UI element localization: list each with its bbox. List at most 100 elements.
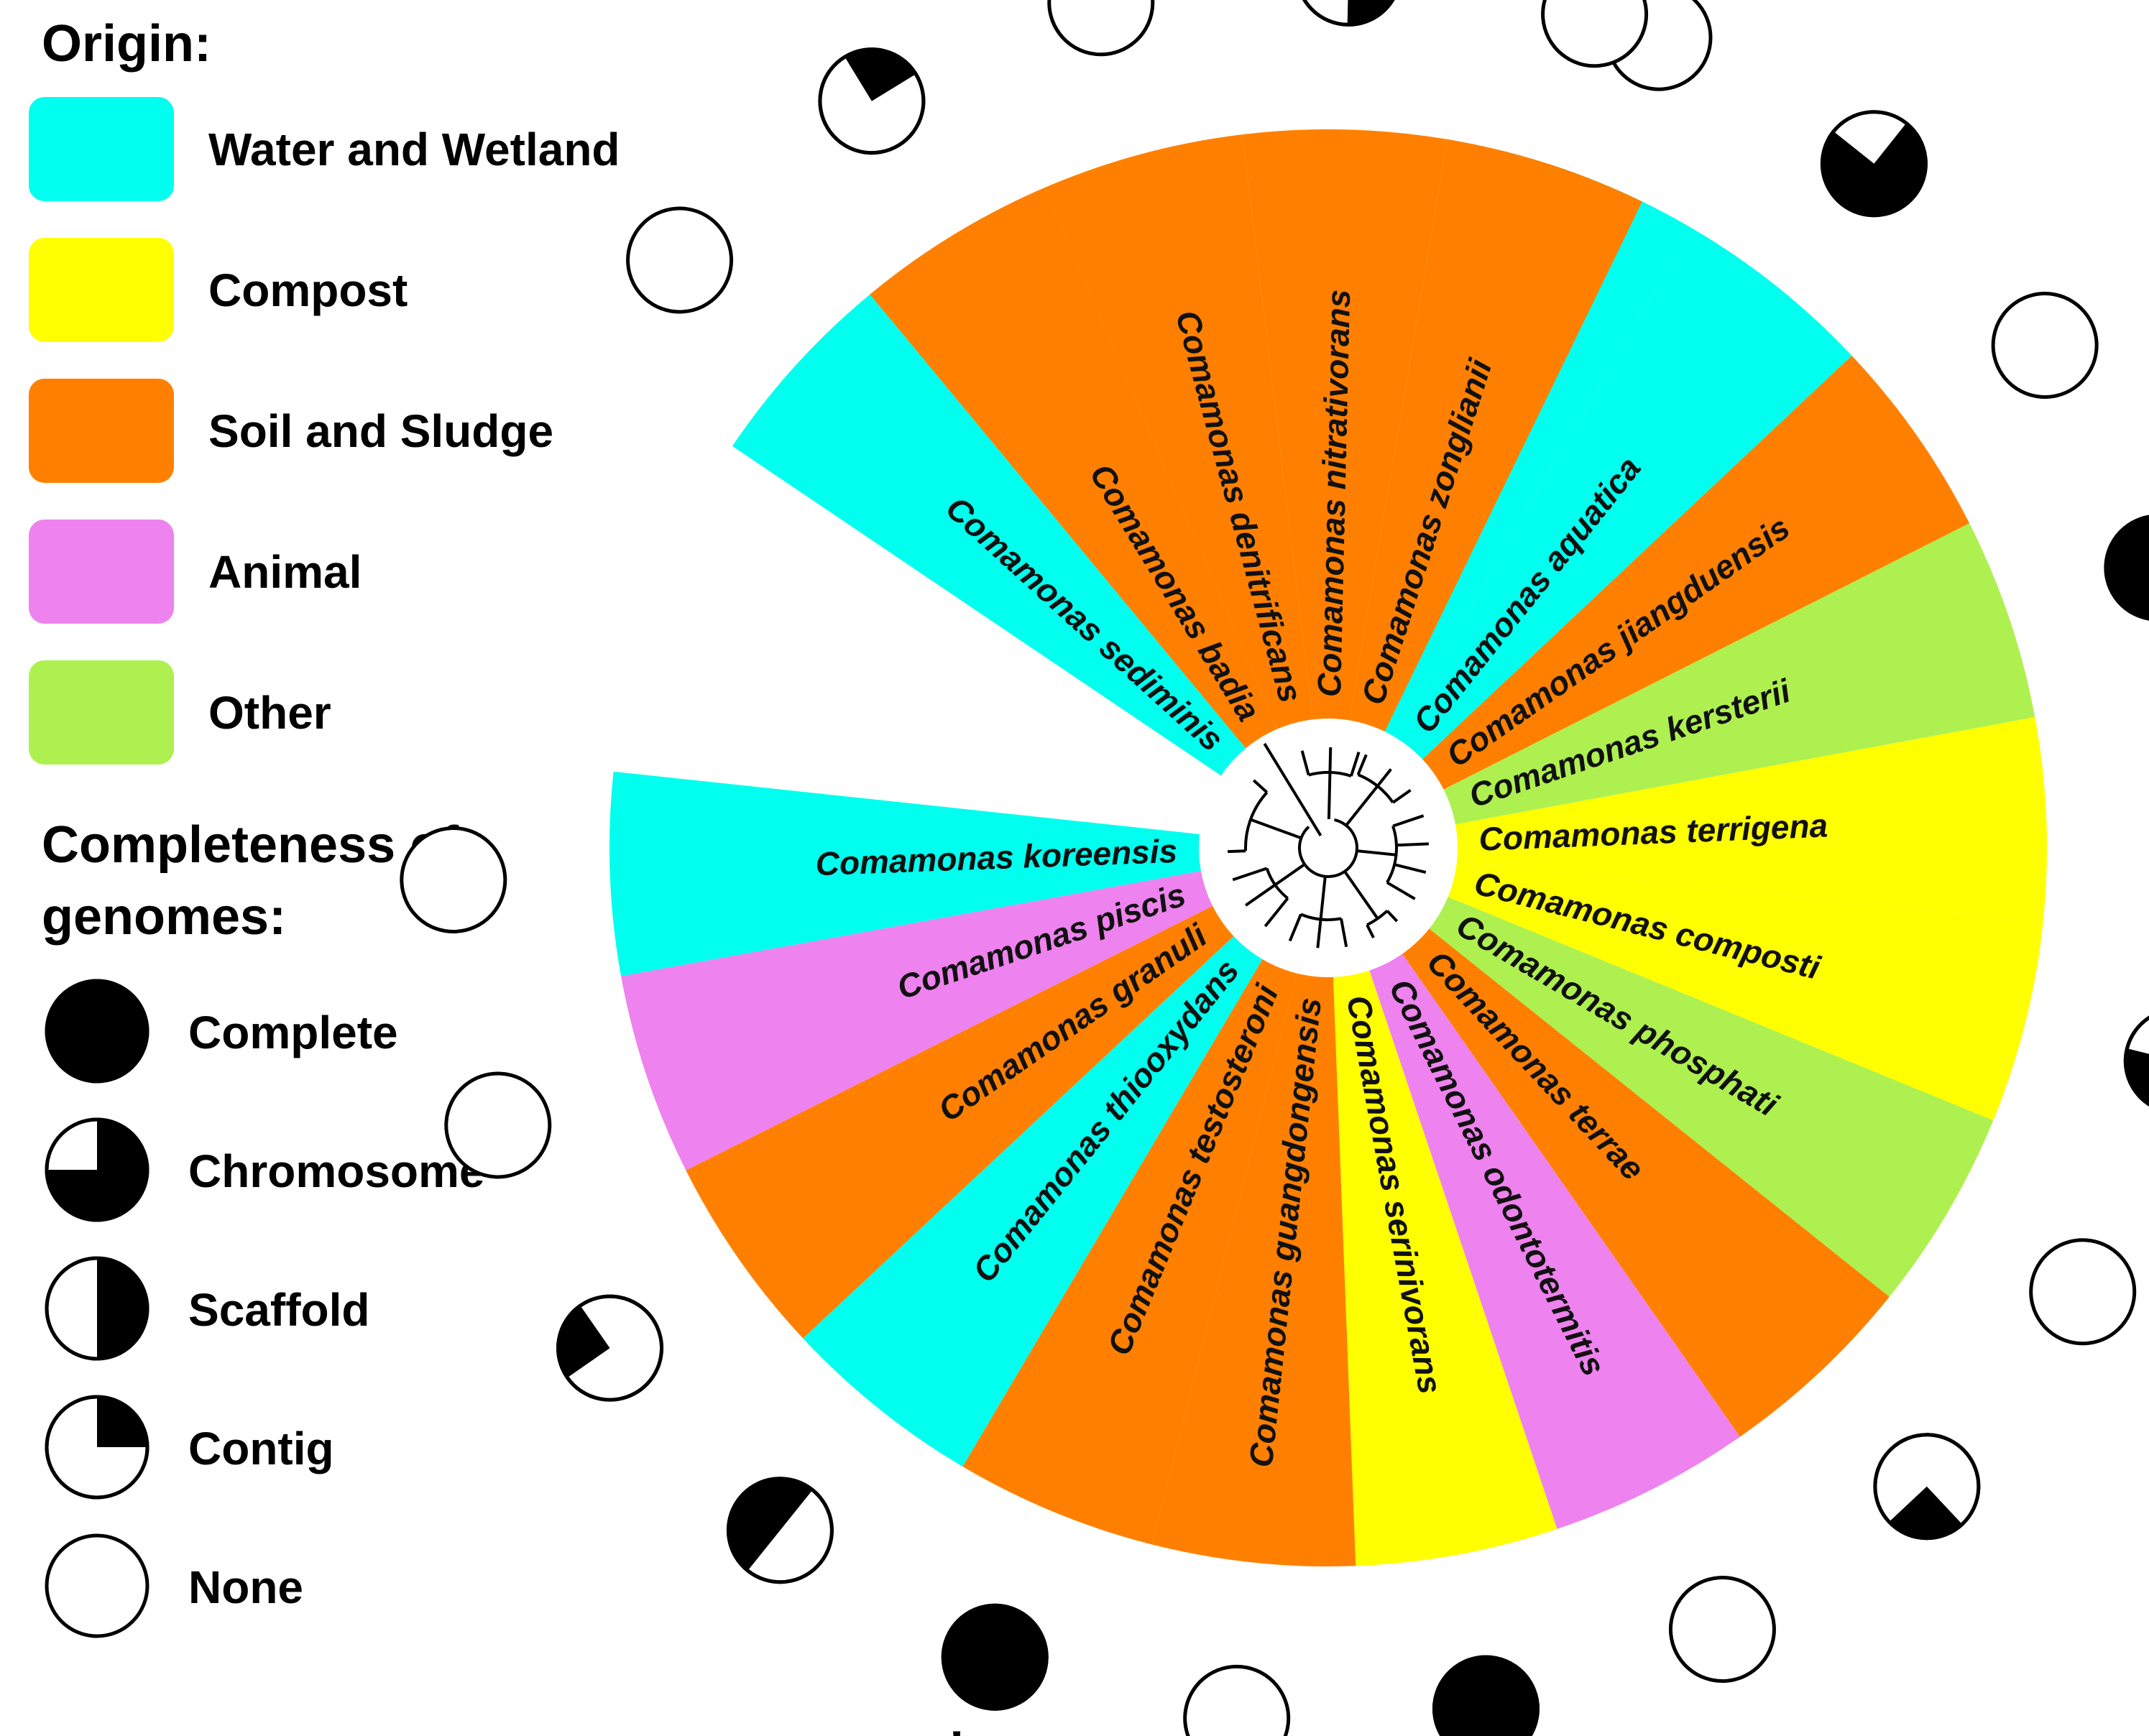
completeness-legend-title-line2: genomes: bbox=[42, 888, 286, 946]
tree-branch bbox=[1288, 913, 1302, 942]
legend-glyph-none bbox=[45, 1533, 149, 1638]
legend-swatch-soil bbox=[29, 379, 174, 483]
genome-completeness-markers bbox=[400, 0, 2149, 1736]
legend-label-scaffold: Scaffold bbox=[188, 1284, 369, 1336]
tree-branch bbox=[1298, 818, 1358, 878]
legend-glyph-chromosome bbox=[45, 1117, 149, 1222]
origin-legend-title: Origin: bbox=[42, 15, 211, 73]
genome-marker bbox=[1294, 0, 1402, 27]
tree-branch bbox=[1350, 752, 1361, 777]
sector-comamonas-odontotermitis bbox=[1328, 848, 1740, 1529]
legend-glyph-scaffold bbox=[45, 1256, 149, 1361]
genome-marker bbox=[1432, 1655, 1540, 1736]
genome-marker bbox=[400, 826, 507, 934]
tree-branch bbox=[1356, 754, 1368, 775]
legend-swatch-animal bbox=[29, 520, 174, 624]
tree-branch bbox=[1319, 876, 1327, 920]
sector-comamonas-nitrativorans bbox=[1242, 129, 1448, 849]
legend-swatch-water bbox=[29, 97, 174, 201]
tree-branch bbox=[1250, 818, 1302, 840]
legend-glyph-complete bbox=[45, 979, 149, 1084]
tree-branch bbox=[1396, 842, 1429, 847]
genome-marker bbox=[2104, 514, 2149, 622]
completeness-legend-title-line1: Completeness of bbox=[42, 816, 459, 874]
tree-branch bbox=[1327, 772, 1332, 820]
legend-label-soil: Soil and Sludge bbox=[208, 405, 553, 457]
genome-marker bbox=[1991, 292, 2099, 400]
tree-branch bbox=[1264, 897, 1289, 928]
tree-branch bbox=[1300, 750, 1310, 776]
tree-branch bbox=[1343, 870, 1379, 920]
sector-comamonas-granuli bbox=[686, 848, 1328, 1339]
tree-branch bbox=[1366, 924, 1375, 938]
genome-marker bbox=[2123, 1007, 2149, 1115]
sector-comamonas-guangdongensis bbox=[1151, 848, 1356, 1566]
sector-comamonas-thiooxydans bbox=[803, 848, 1328, 1467]
sector-comamonas-testosteroni bbox=[962, 848, 1328, 1545]
sector-comamonas-badia bbox=[870, 188, 1328, 848]
species-wheel: Comamonas aquatilisComamonas aquaticaCom… bbox=[609, 129, 2047, 1566]
legend-label-animal: Animal bbox=[208, 546, 362, 598]
legend-label-none: None bbox=[188, 1561, 303, 1613]
legend-label-compost: Compost bbox=[208, 264, 408, 316]
legend-label-water: Water and Wetland bbox=[208, 124, 620, 175]
genome-marker bbox=[818, 47, 926, 155]
genome-marker bbox=[1183, 1664, 1291, 1736]
genome-marker bbox=[726, 1477, 834, 1584]
genome-marker bbox=[1873, 1433, 1981, 1541]
genome-marker bbox=[1541, 0, 1649, 68]
tree-branch bbox=[1386, 881, 1416, 900]
tree-branch bbox=[1386, 910, 1399, 923]
sector-comamonas-jiangduensis bbox=[1328, 355, 1970, 848]
tree-center-disc bbox=[1199, 719, 1458, 977]
sector-comamonas-aquatica bbox=[1328, 228, 1852, 849]
genome-marker bbox=[1668, 1576, 1776, 1684]
phylogenetic-tree bbox=[1228, 742, 1429, 948]
tree-branch bbox=[1316, 919, 1322, 948]
legend-label-other: Other bbox=[208, 687, 331, 739]
legend-swatch-compost bbox=[29, 238, 174, 342]
tree-branch bbox=[1345, 785, 1379, 826]
sector-comamonas-denitrificans bbox=[1044, 134, 1328, 848]
legend-label-chromosome: Chromosome bbox=[188, 1145, 485, 1197]
tree-branch bbox=[1394, 863, 1427, 874]
tree-branch bbox=[1232, 867, 1268, 882]
legend-swatch-other bbox=[29, 660, 174, 765]
tree-branch bbox=[1263, 742, 1322, 836]
genome-marker bbox=[941, 1603, 1049, 1711]
sector-comamonas-piscis bbox=[621, 848, 1328, 1171]
sector-comamonas-phosphati bbox=[1328, 848, 1994, 1297]
sector-comamonas-kersterii bbox=[1328, 523, 2035, 848]
sector-comamonas-terrae bbox=[1328, 848, 1890, 1437]
sector-comamonas-serinivorans bbox=[1328, 848, 1557, 1566]
tree-branch bbox=[1376, 768, 1392, 788]
genome-marker bbox=[556, 1294, 664, 1402]
sector-comamonas-zonglianii bbox=[1328, 139, 1642, 848]
tree-branch bbox=[1392, 814, 1425, 828]
genome-marker bbox=[1820, 110, 1928, 218]
genome-marker bbox=[2029, 1238, 2137, 1346]
genome-marker bbox=[626, 206, 734, 314]
genome-marker bbox=[1047, 0, 1155, 57]
tree-branch bbox=[1391, 788, 1412, 804]
legend-label-complete: Complete bbox=[188, 1007, 398, 1058]
tree-branch bbox=[1366, 910, 1389, 926]
sector-comamonas-composti bbox=[1328, 848, 2043, 1121]
highlight-asterisk: * bbox=[943, 1717, 970, 1736]
tree-branch bbox=[1252, 779, 1269, 794]
sector-comamonas-terrigena bbox=[1328, 717, 2047, 922]
sector-comamonas-koreensis bbox=[609, 771, 1328, 976]
legend-label-contig: Contig bbox=[188, 1423, 334, 1474]
tree-branch bbox=[1340, 918, 1348, 948]
genome-marker bbox=[444, 1071, 552, 1179]
sector-comamonas-aquatilis bbox=[1328, 150, 1692, 848]
tree-branch bbox=[1274, 863, 1306, 887]
tree-branch bbox=[1356, 849, 1396, 857]
sector-comamonas-sediminis bbox=[732, 294, 1328, 848]
legend-glyph-contig bbox=[45, 1395, 149, 1500]
tree-branch bbox=[1244, 883, 1276, 907]
